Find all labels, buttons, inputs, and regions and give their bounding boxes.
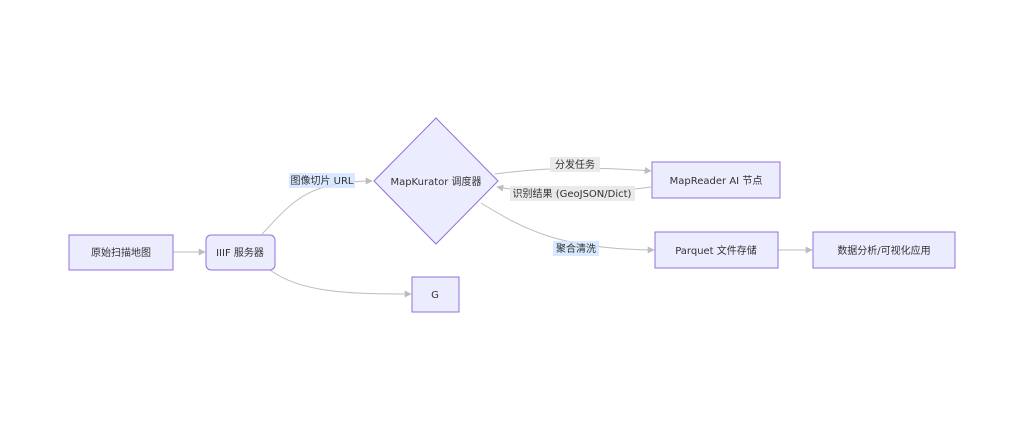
node-g-label: G — [431, 290, 439, 301]
edge-label-dispatch-text: 分发任务 — [555, 158, 595, 171]
edge-iiif-to-g — [269, 269, 412, 298]
node-mapreader[interactable]: MapReader AI 节点 — [651, 161, 781, 199]
edge-label-dispatch: 分发任务 — [550, 157, 600, 172]
node-mapkurator-label: MapKurator 调度器 — [390, 175, 481, 188]
edge-label-aggregate-text: 聚合清洗 — [556, 242, 596, 255]
nodes: 原始扫描地图 IIIF 服务器 MapKurator 调度器 G MapRead… — [68, 117, 956, 313]
node-parquet[interactable]: Parquet 文件存储 — [654, 231, 779, 269]
node-analysis[interactable]: 数据分析/可视化应用 — [812, 231, 956, 269]
edge-mapkurator-to-parquet — [480, 202, 655, 254]
edge-iiif-to-mapkurator — [261, 177, 373, 235]
edge-label-tile-url-text: 图像切片 URL — [290, 174, 353, 187]
node-raw-map-label: 原始扫描地图 — [91, 246, 151, 259]
edge-label-aggregate: 聚合清洗 — [553, 241, 599, 256]
node-iiif-server-label: IIIF 服务器 — [216, 246, 264, 259]
node-raw-map[interactable]: 原始扫描地图 — [68, 234, 174, 271]
node-analysis-label: 数据分析/可视化应用 — [837, 244, 930, 257]
edge-label-results-text: 识别结果 (GeoJSON/Dict) — [513, 187, 632, 200]
node-g[interactable]: G — [411, 276, 460, 313]
edge-label-tile-url: 图像切片 URL — [289, 173, 355, 188]
node-iiif-server[interactable]: IIIF 服务器 — [205, 234, 276, 271]
node-mapkurator[interactable]: MapKurator 调度器 — [373, 117, 499, 245]
edge-label-results: 识别结果 (GeoJSON/Dict) — [510, 186, 635, 201]
node-parquet-label: Parquet 文件存储 — [675, 244, 757, 257]
node-mapreader-label: MapReader AI 节点 — [670, 175, 763, 187]
edge-labels: 图像切片 URL 分发任务 识别结果 (GeoJSON/Dict) 聚合清洗 — [289, 157, 635, 256]
